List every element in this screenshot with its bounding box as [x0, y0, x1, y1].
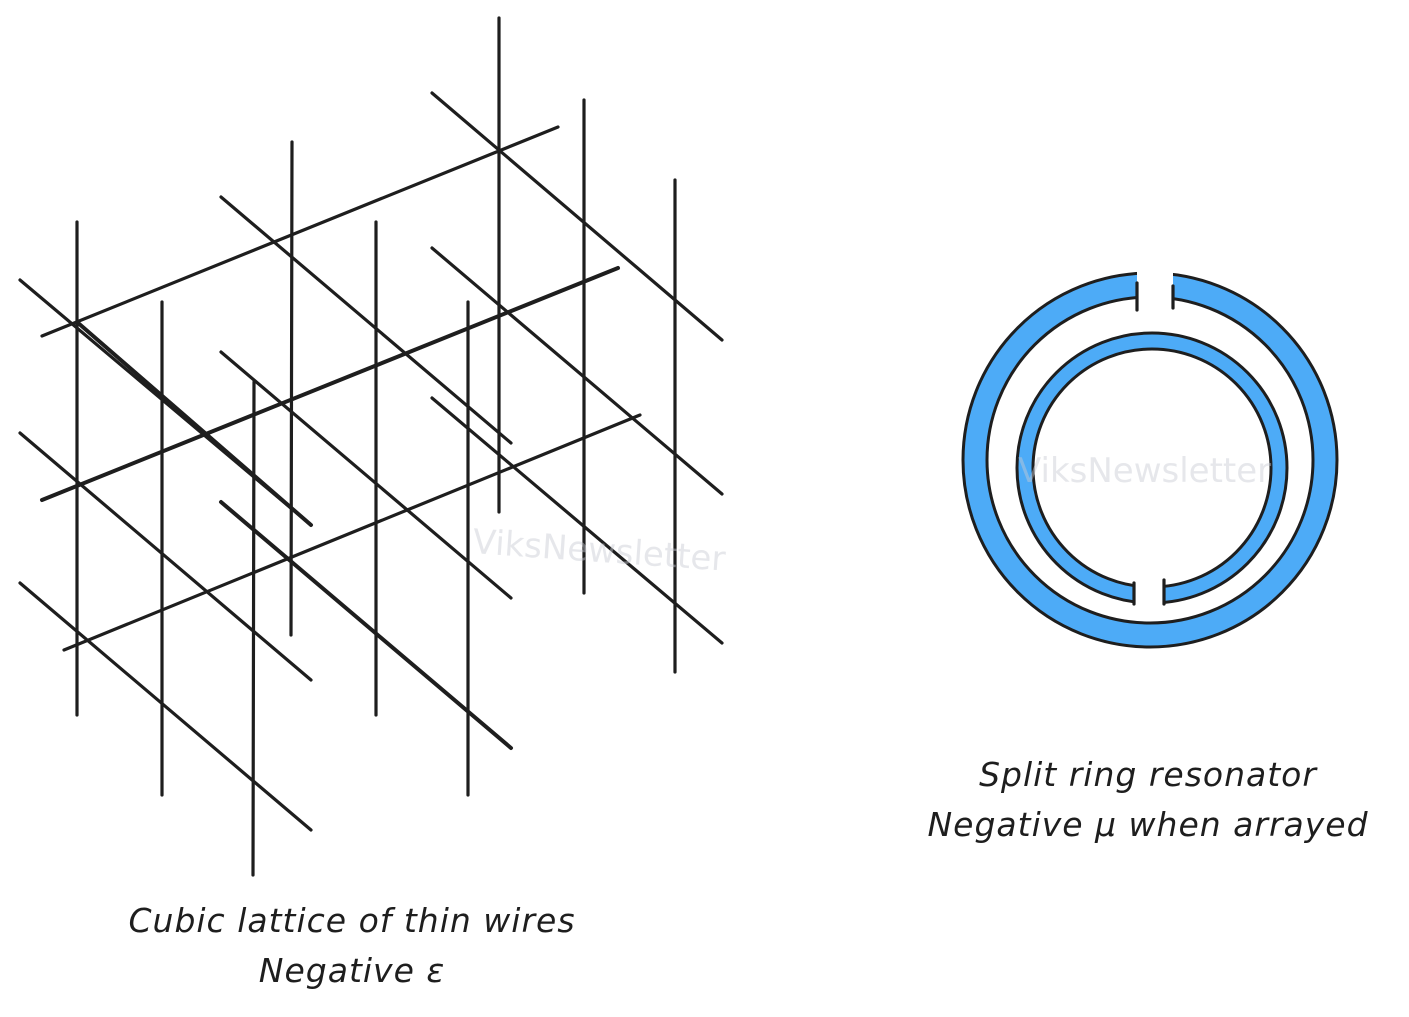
inner-ring-gap: [1134, 575, 1164, 609]
width-wire: [62, 413, 642, 652]
lattice-caption-line2: Negative ε: [259, 951, 445, 990]
depth-wire: [18, 431, 313, 682]
depth-wire: [430, 91, 724, 342]
wire-lattice: ViksNewsletter: [18, 16, 727, 877]
depth-wire: [430, 396, 724, 645]
vertical-wires: [75, 16, 677, 877]
resonator-caption-line2: Negative μ when arrayed: [927, 805, 1368, 844]
vertical-wire: [251, 380, 256, 877]
depth-wire: [219, 500, 513, 750]
lattice-caption-line1: Cubic lattice of thin wires: [128, 901, 575, 940]
depth-wire: [219, 195, 513, 445]
depth-wire: [219, 350, 513, 600]
watermark-ring: ViksNewsletter: [1018, 451, 1271, 491]
vertical-wire: [289, 140, 294, 637]
width-wire: [40, 266, 620, 502]
outer-ring-gap: [1137, 270, 1173, 318]
width-wires: [40, 125, 642, 652]
split-ring-resonator: ViksNewsletter: [961, 270, 1339, 649]
watermark-lattice: ViksNewsletter: [471, 522, 726, 580]
depth-wire: [430, 246, 724, 496]
width-wire: [40, 125, 560, 338]
depth-wires: [18, 91, 724, 832]
depth-wire: [75, 320, 313, 527]
resonator-caption-line1: Split ring resonator: [979, 755, 1318, 794]
depth-wire: [18, 581, 313, 832]
